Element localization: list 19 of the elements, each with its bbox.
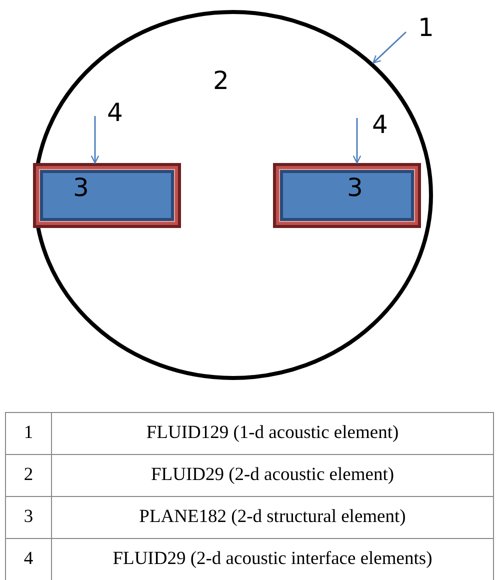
table-cell: PLANE182 (2-d structural element) xyxy=(52,496,494,538)
circle-region xyxy=(33,10,433,380)
leader-arrow xyxy=(372,31,407,64)
leader-arrow xyxy=(90,116,100,164)
leader-arrow xyxy=(352,118,362,164)
structural-rectangle xyxy=(273,163,421,228)
part-number: 3 xyxy=(347,175,363,200)
table-cell: FLUID129 (1-d acoustic element) xyxy=(52,412,494,454)
callout-number: 4 xyxy=(107,100,131,130)
callout-number: 1 xyxy=(418,15,444,47)
part-number: 3 xyxy=(73,175,89,200)
table-cell: FLUID29 (2-d acoustic element) xyxy=(52,454,494,496)
number-cell: 3 xyxy=(6,496,52,538)
region-number: 2 xyxy=(213,68,229,93)
structural-rectangle xyxy=(33,163,181,228)
number-cell: 4 xyxy=(6,538,52,580)
number-cell: 2 xyxy=(6,454,52,496)
number-cell: 1 xyxy=(6,412,52,454)
callout-number: 4 xyxy=(372,112,396,142)
